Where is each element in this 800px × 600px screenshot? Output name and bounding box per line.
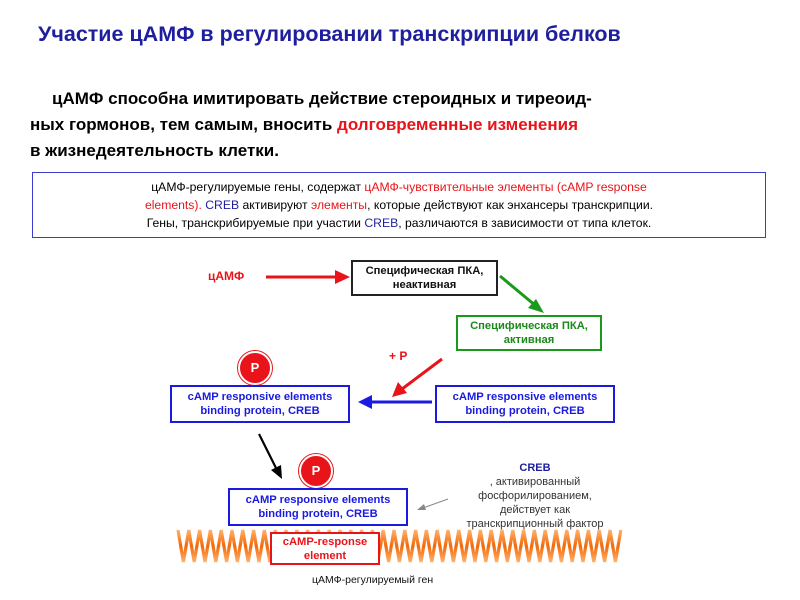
info-text: , различаются в зависимости от типа клет… — [398, 216, 652, 230]
page-title: Участие цАМФ в регулировании транскрипци… — [38, 22, 621, 46]
box-line: неактивная — [392, 279, 457, 291]
dna-strand — [176, 529, 623, 563]
phosphate-badge: Р — [299, 454, 333, 488]
note-text: , активированный — [489, 476, 581, 488]
note-line: CREB , активированный — [440, 461, 630, 489]
info-highlight: elements). — [144, 198, 206, 212]
box-line: cAMP responsive elements — [452, 391, 598, 403]
box-line: element — [303, 549, 347, 562]
arrow-camp-to-pka — [266, 270, 350, 284]
arrow-creb-to-phospho — [358, 395, 432, 409]
arrow-pka-activation — [499, 274, 544, 313]
info-line-2: elements). CREB активируют элементы, кот… — [33, 196, 765, 214]
box-line: Специфическая ПКА, — [365, 265, 484, 277]
note-line: транскрипционный фактор — [466, 518, 604, 530]
note-creb: CREB — [519, 462, 551, 474]
plus-p-label: + Р — [389, 349, 408, 363]
arrow-creb-to-dna — [258, 433, 282, 479]
creb-phospho-box: cAMP responsive elements binding protein… — [170, 385, 350, 423]
intro-highlight: долговременные изменения — [337, 115, 579, 134]
box-line: активная — [503, 334, 555, 346]
box-line: Специфическая ПКА, — [470, 320, 588, 332]
info-text: цАМФ-регулируемые гены, содержат — [151, 180, 365, 194]
box-line: cAMP-response — [282, 535, 368, 548]
info-highlight: элементы — [311, 198, 368, 212]
info-line-1: цАМФ-регулируемые гены, содержат цАМФ-чу… — [33, 178, 765, 196]
phosphate-badge: Р — [238, 351, 272, 385]
note-pointer — [417, 498, 449, 510]
info-line-3: Гены, транскрибируемые при участии CREB,… — [33, 214, 765, 232]
note-line: действует как — [499, 504, 571, 516]
camp-label: цАМФ — [208, 269, 245, 283]
pka-inactive-box: Специфическая ПКА, неактивная — [351, 260, 498, 296]
pka-active-box: Специфическая ПКА, активная — [456, 315, 602, 351]
intro-line-3: в жизнедеятельность клетки. — [30, 141, 279, 160]
intro-line-1: цАМФ способна имитировать действие стеро… — [52, 89, 592, 108]
box-line: cAMP responsive elements — [187, 391, 333, 403]
info-creb: CREB — [364, 216, 399, 230]
cre-element-box: cAMP-response element — [270, 532, 380, 565]
creb-active-box: cAMP responsive elements binding protein… — [228, 488, 408, 526]
intro-line-2: ных гормонов, тем самым, вносить долговр… — [30, 112, 770, 138]
box-line: cAMP responsive elements — [245, 494, 391, 506]
intro-paragraph: цАМФ способна имитировать действие стеро… — [30, 86, 770, 164]
info-text: активируют — [239, 198, 311, 212]
info-text: Гены, транскрибируемые при участии — [146, 216, 365, 230]
arrow-phosphorylation — [392, 357, 443, 397]
box-line: binding protein, CREB — [258, 508, 378, 520]
box-line: binding protein, CREB — [200, 405, 320, 417]
note-line: фосфорилированием, — [478, 490, 592, 502]
creb-box: cAMP responsive elements binding protein… — [435, 385, 615, 423]
creb-note: CREB, активированный фосфорилированием, … — [440, 461, 630, 531]
info-highlight: цАМФ-чувствительные элементы (cAMP respo… — [364, 180, 647, 194]
box-line: binding protein, CREB — [465, 405, 585, 417]
intro-line-2-text: ных гормонов, тем самым, вносить — [30, 115, 338, 134]
info-box: цАМФ-регулируемые гены, содержат цАМФ-чу… — [32, 172, 766, 238]
info-creb: CREB — [205, 198, 240, 212]
gene-label: цАМФ-регулируемый ген — [312, 574, 434, 586]
info-text: , которые действуют как энхансеры транск… — [367, 198, 654, 212]
